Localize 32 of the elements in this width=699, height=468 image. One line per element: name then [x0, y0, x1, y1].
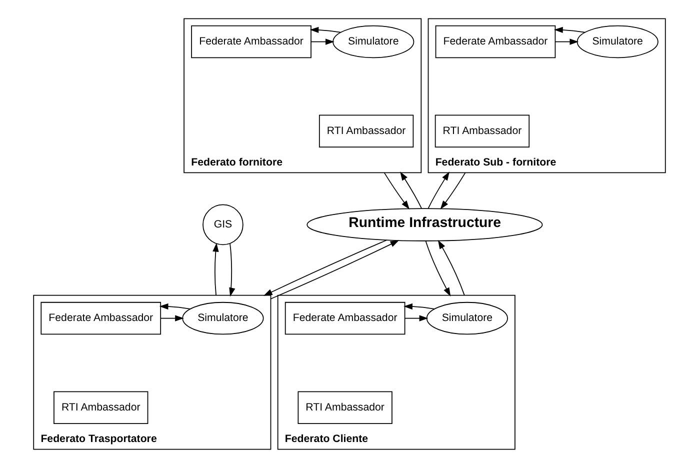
arrow: [159, 303, 191, 310]
node-box: RTI Ambassador: [298, 391, 392, 424]
node-box: Federate Ambassador: [284, 302, 406, 335]
arrow: [310, 38, 334, 45]
arrow: [425, 240, 451, 296]
node-ellipse: Simulatore: [182, 302, 264, 335]
arrow: [263, 240, 388, 296]
arrow: [229, 243, 236, 297]
node-box: RTI Ambassador: [318, 114, 414, 148]
arrow: [428, 172, 450, 209]
arrow: [554, 38, 579, 45]
node-ellipse: Simulatore: [332, 25, 414, 58]
arrow: [440, 172, 466, 210]
arrow: [212, 242, 219, 296]
node-box: Federate Ambassador: [40, 302, 162, 335]
node-ellipse: Runtime Infrastructure: [306, 208, 543, 242]
arrow: [554, 26, 586, 34]
node-box: RTI Ambassador: [54, 391, 148, 424]
arrow: [404, 315, 428, 322]
arrow: [438, 240, 465, 296]
node-box: RTI Ambassador: [434, 114, 530, 148]
arrow: [384, 172, 410, 210]
arrow: [404, 303, 435, 310]
arrow: [160, 315, 184, 322]
node-ellipse: Simulatore: [426, 302, 508, 335]
node-circle: GIS: [202, 204, 244, 246]
arrow: [310, 26, 341, 34]
node-ellipse: Simulatore: [576, 25, 658, 58]
node-box: Federate Ambassador: [435, 25, 556, 58]
arrow: [270, 240, 400, 300]
node-box: Federate Ambassador: [191, 25, 312, 58]
arrow: [400, 172, 422, 209]
